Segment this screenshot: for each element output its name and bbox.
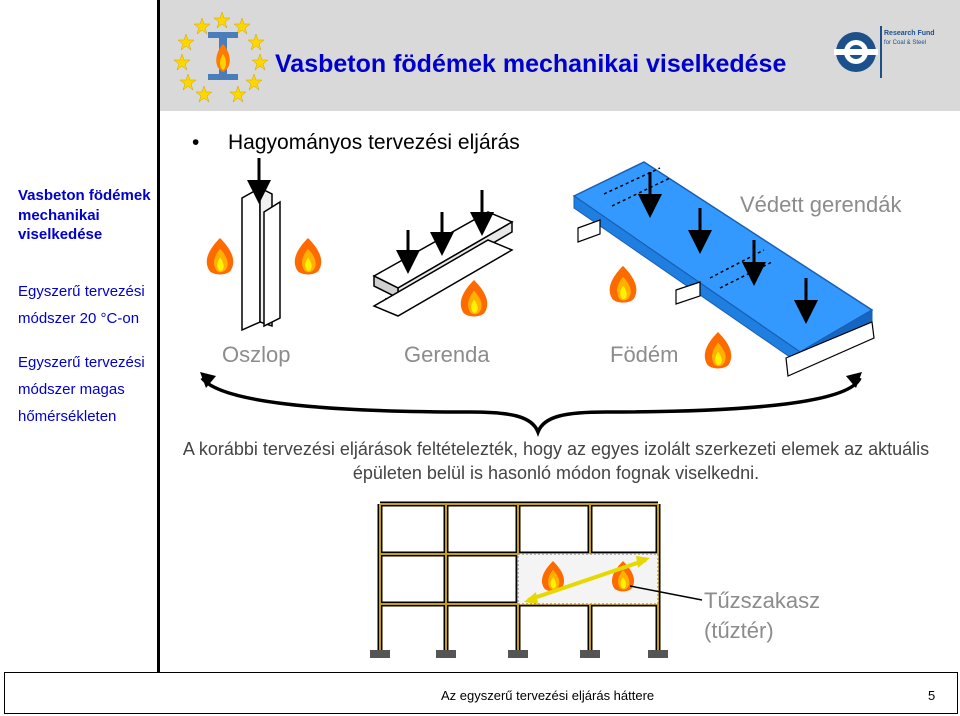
flame-icon [460,280,488,317]
bullet-heading: Hagyományos tervezési eljárás [228,131,520,154]
fire-compartment-label: Tűzszakasz [704,588,820,613]
sidebar-item-simple-method-20c[interactable]: Egyszerű tervezési módszer 20 °C-on [18,282,145,327]
beam-label: Gerenda [404,342,490,367]
research-fund-logo-icon: Research Fund for Coal & Steel [834,26,935,78]
sidebar-item-simple-method-high-temp[interactable]: Egyszerű tervezési módszer magas hőmérsé… [18,353,145,425]
column-drawing [241,158,281,332]
structural-diagram: Védett gerendák Oszlop Gerenda Födém [200,158,902,658]
footer-bar [4,672,958,714]
slab-drawing [572,161,875,377]
project-logo-icon [174,11,269,103]
grouping-brace [200,372,862,437]
brand-line-2: for Coal & Steel [884,40,926,46]
footer-caption: Az egyszerű tervezési eljárás háttere [441,688,655,703]
protected-beams-label: Védett gerendák [740,192,902,217]
bullet-icon: • [192,131,200,154]
flame-icon [206,238,234,275]
flame-icon [294,238,322,275]
sidebar-divider [157,0,160,672]
description-text: A korábbi tervezési eljárások feltételez… [182,439,930,483]
brand-line-1: Research Fund [884,30,935,37]
column-label: Oszlop [222,342,290,367]
flame-icon [704,332,732,369]
page-number: 5 [928,688,936,703]
header-bar [158,0,960,111]
flame-icon [609,265,637,303]
slab-label: Födém [610,342,678,367]
sidebar-nav: Vasbeton födémek mechanikai viselkedése … [18,186,158,447]
slide-title: Vasbeton födémek mechanikai viselkedése [275,50,787,78]
beam-drawing [372,190,514,317]
fire-compartment-sublabel: (tűztér) [704,618,774,643]
sidebar-item-concrete-slabs[interactable]: Vasbeton födémek mechanikai viselkedése [18,187,151,243]
thermal-expansion-arrow [527,558,647,602]
callout-line [629,585,703,601]
